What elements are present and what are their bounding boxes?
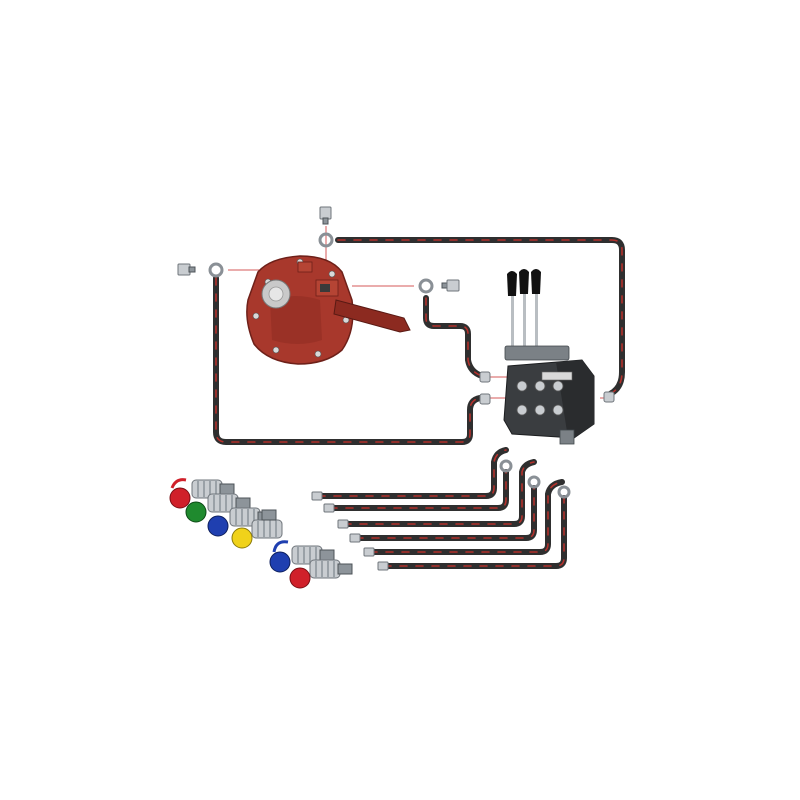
coupler-red-2 (289, 559, 353, 589)
hose-top-return (335, 237, 625, 397)
output-hose-5 (363, 479, 565, 557)
output-hose-1 (311, 447, 509, 501)
output-hose-4 (349, 485, 537, 543)
lever-knob-3 (531, 269, 541, 294)
hose-left-suction (213, 275, 483, 445)
coupler-yellow (231, 509, 283, 549)
banjo-bolt-top (318, 206, 334, 248)
output-hose-2 (323, 469, 509, 513)
output-hose-3 (337, 459, 537, 529)
banjo-bolt-right (418, 278, 460, 294)
coupler-green (185, 493, 251, 523)
quick-couplers (169, 478, 353, 589)
coupler-red-1 (169, 478, 235, 509)
lever-knob-2 (519, 269, 529, 294)
hose-pump-to-valve (423, 295, 485, 379)
output-hoses (311, 447, 571, 571)
lever-knob-1 (507, 271, 517, 296)
output-hose-6 (377, 495, 567, 571)
banjo-bolt-left (177, 262, 224, 278)
hydraulic-pump (246, 255, 411, 365)
control-valve (479, 269, 615, 445)
coupler-blue-2 (269, 540, 335, 573)
